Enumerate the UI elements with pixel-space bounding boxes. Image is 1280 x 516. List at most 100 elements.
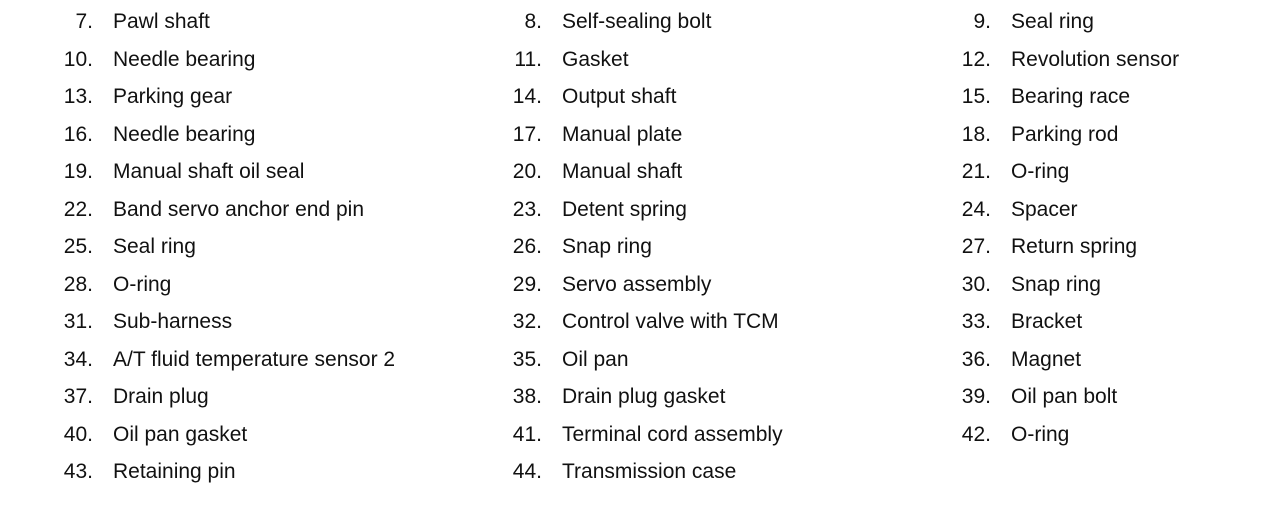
part-name: Needle bearing	[113, 47, 256, 71]
part-item: 39. Oil pan bolt	[898, 378, 1280, 416]
part-name: Parking gear	[113, 85, 233, 108]
part-name: Seal ring	[1011, 10, 1094, 33]
part-item: 8.Self-sealing bolt	[449, 3, 898, 41]
part-number: 43.	[63, 460, 93, 483]
part-item: 37. Drain plug	[0, 378, 449, 416]
part-name: Snap ring	[562, 235, 652, 258]
part-item: 14. Output shaft	[449, 78, 898, 116]
part-number: 39.	[961, 385, 991, 408]
part-name: Needle bearing	[113, 122, 256, 146]
part-number: 11.	[514, 47, 542, 71]
part-item: 35. Oil pan	[449, 341, 898, 379]
part-number: 30.	[961, 272, 991, 296]
part-item: 41. Terminal cord assembly	[449, 416, 898, 454]
part-name: Oil pan gasket	[113, 422, 248, 446]
part-number: 42.	[961, 422, 991, 446]
part-number: 41.	[512, 422, 542, 446]
part-number: 26.	[512, 235, 542, 258]
part-name: Retaining pin	[113, 460, 236, 483]
part-number: 14.	[512, 85, 542, 108]
part-number: 35.	[512, 347, 542, 371]
part-name: Snap ring	[1011, 272, 1101, 296]
part-number: 17.	[512, 122, 542, 146]
part-name: Magnet	[1011, 347, 1082, 371]
part-item: 11. Gasket	[449, 41, 898, 79]
part-number: 28.	[63, 272, 93, 296]
part-number: 27.	[961, 235, 991, 258]
part-number: 15.	[961, 85, 991, 108]
part-number: 9.	[973, 10, 991, 33]
part-item: 23. Detent spring	[449, 191, 898, 229]
part-name: Seal ring	[113, 235, 196, 258]
part-number: 31.	[63, 310, 93, 333]
part-name: Manual plate	[562, 122, 683, 146]
part-item: 31. Sub-harness	[0, 303, 449, 341]
part-item: 24. Spacer	[898, 191, 1280, 229]
part-name: Output shaft	[562, 85, 677, 108]
part-name: Spacer	[1011, 197, 1078, 221]
part-name: Terminal cord assembly	[562, 422, 783, 446]
part-name: Oil pan bolt	[1011, 385, 1118, 408]
part-number: 22.	[63, 197, 93, 221]
part-number: 12.	[961, 47, 991, 71]
part-item: 15.Bearing race	[898, 78, 1280, 116]
part-item: 43. Retaining pin	[0, 453, 449, 491]
part-name: Oil pan	[562, 347, 629, 371]
part-number: 37.	[63, 385, 93, 408]
part-item: 20.Manual shaft	[449, 153, 898, 191]
part-number: 44.	[512, 460, 542, 483]
part-name: A/T fluid temperature sensor 2	[113, 347, 396, 371]
part-number: 10.	[63, 47, 93, 71]
part-name: Parking rod	[1011, 122, 1119, 146]
part-item: 34. A/T fluid temperature sensor 2	[0, 341, 449, 379]
part-item: 28. O-ring	[0, 266, 449, 304]
part-name: Control valve with TCM	[562, 310, 779, 333]
part-name: Detent spring	[562, 197, 687, 221]
part-number: 38.	[512, 385, 542, 408]
part-item: 33. Bracket	[898, 303, 1280, 341]
part-number: 19.	[63, 160, 93, 183]
part-item: 18. Parking rod	[898, 116, 1280, 154]
part-number: 25.	[63, 235, 93, 258]
part-item: 27. Return spring	[898, 228, 1280, 266]
part-item: 26. Snap ring	[449, 228, 898, 266]
part-number: 36.	[961, 347, 991, 371]
part-item: 42. O-ring	[898, 416, 1280, 454]
part-item: 7.Pawl shaft	[0, 3, 449, 41]
part-item: 40.Oil pan gasket	[0, 416, 449, 454]
part-number: 18.	[961, 122, 991, 146]
part-name: Band servo anchor end pin	[113, 197, 365, 221]
part-name: Gasket	[562, 47, 629, 71]
parts-list: 7.Pawl shaft 8.Self-sealing bolt 9. Seal …	[0, 3, 1280, 491]
part-item: 16. Needle bearing	[0, 116, 449, 154]
part-item: 12.Revolution sensor	[898, 41, 1280, 79]
part-name: Drain plug gasket	[562, 385, 726, 408]
part-number: 32.	[512, 310, 542, 333]
part-item: 13.Parking gear	[0, 78, 449, 116]
part-name: O-ring	[1011, 160, 1070, 183]
part-item: 36. Magnet	[898, 341, 1280, 379]
part-number: 24.	[961, 197, 991, 221]
part-name: Servo assembly	[562, 272, 712, 296]
part-item: 10. Needle bearing	[0, 41, 449, 79]
part-name: O-ring	[113, 272, 172, 296]
part-item: 21. O-ring	[898, 153, 1280, 191]
part-item: 25. Seal ring	[0, 228, 449, 266]
part-name: Transmission case	[562, 460, 737, 483]
part-name: Sub-harness	[113, 310, 233, 333]
part-name: Self-sealing bolt	[562, 10, 712, 33]
part-number: 21.	[961, 160, 991, 183]
part-name: Drain plug	[113, 385, 209, 408]
part-name: Bracket	[1011, 310, 1083, 333]
part-name: Return spring	[1011, 235, 1138, 258]
part-item: 38. Drain plug gasket	[449, 378, 898, 416]
part-number: 34.	[63, 347, 93, 371]
part-number: 16.	[63, 122, 93, 146]
part-item: 19.Manual shaft oil seal	[0, 153, 449, 191]
part-number: 23.	[512, 197, 542, 221]
part-number: 20.	[512, 160, 542, 183]
part-item: 32. Control valve with TCM	[449, 303, 898, 341]
part-number: 33.	[961, 310, 991, 333]
part-item: 29.Servo assembly	[449, 266, 898, 304]
part-name: O-ring	[1011, 422, 1070, 446]
